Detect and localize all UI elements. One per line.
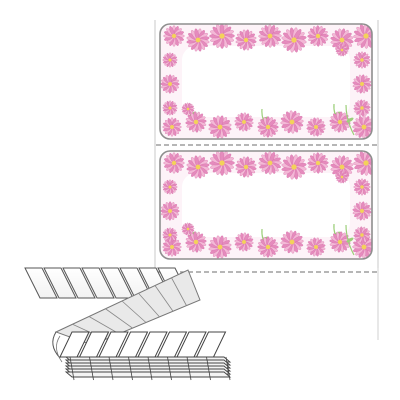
label-1 — [159, 23, 373, 140]
daisy-flower-icon — [162, 237, 182, 257]
daisy-flower-icon — [160, 74, 180, 94]
daisy-flower-icon — [181, 222, 195, 236]
label-cell — [156, 331, 188, 358]
daisy-flower-icon — [208, 235, 232, 259]
daisy-flower-icon — [306, 237, 326, 257]
daisy-flower-icon — [160, 201, 180, 221]
daisy-flower-icon — [281, 154, 307, 180]
daisy-flower-icon — [335, 43, 349, 57]
daisy-flower-icon — [281, 27, 307, 53]
label-cell — [117, 331, 149, 358]
label-cell — [98, 331, 129, 358]
daisy-flower-icon — [162, 117, 182, 137]
label-cell — [59, 331, 90, 358]
daisy-flower-icon — [208, 115, 232, 139]
label-cell — [137, 331, 168, 358]
daisy-flower-icon — [329, 231, 351, 253]
daisy-flower-icon — [163, 152, 185, 174]
label-cell — [43, 267, 77, 299]
daisy-flower-icon — [258, 24, 282, 48]
daisy-flower-icon — [181, 102, 195, 116]
daisy-flower-icon — [353, 99, 371, 117]
daisy-flower-icon — [353, 226, 371, 244]
daisy-flower-icon — [352, 235, 372, 259]
daisy-flower-icon — [162, 100, 178, 116]
daisy-flower-icon — [335, 170, 349, 184]
daisy-flower-icon — [185, 111, 207, 133]
fanfold-bottom-stack — [52, 331, 232, 381]
daisy-flower-icon — [352, 201, 372, 221]
daisy-flower-icon — [162, 179, 178, 195]
daisy-flower-icon — [280, 230, 304, 254]
label-cell — [24, 267, 58, 299]
daisy-flower-icon — [353, 151, 372, 176]
daisy-flower-icon — [186, 28, 210, 52]
daisy-flower-icon — [234, 232, 254, 252]
daisy-flower-icon — [209, 24, 235, 49]
daisy-flower-icon — [280, 110, 304, 134]
daisy-flower-icon — [162, 52, 178, 68]
daisy-flower-icon — [352, 74, 372, 94]
label-cell — [81, 267, 115, 299]
label-cell — [62, 267, 96, 299]
label-cell — [176, 331, 207, 358]
daisy-border-2 — [160, 151, 372, 259]
daisy-border-1 — [160, 24, 372, 139]
label-cell — [195, 331, 227, 358]
daisy-flower-icon — [186, 155, 210, 179]
daisy-flower-icon — [353, 24, 372, 49]
daisy-flower-icon — [307, 152, 329, 174]
daisy-flower-icon — [235, 29, 257, 51]
daisy-flower-icon — [353, 51, 371, 69]
daisy-flower-icon — [209, 151, 235, 176]
daisy-flower-icon — [353, 178, 371, 196]
daisy-flower-icon — [235, 156, 257, 178]
daisy-flower-icon — [185, 231, 207, 253]
daisy-flower-icon — [257, 116, 279, 138]
daisy-flower-icon — [257, 236, 279, 258]
label-cell — [78, 331, 110, 358]
label-2 — [159, 150, 373, 260]
daisy-flower-icon — [352, 115, 372, 139]
daisy-flower-icon — [162, 227, 178, 243]
daisy-flower-icon — [258, 151, 282, 175]
fanfold-stack — [24, 267, 232, 381]
daisy-flower-icon — [307, 25, 329, 47]
daisy-flower-icon — [306, 117, 326, 137]
daisy-flower-icon — [163, 25, 185, 47]
daisy-flower-icon — [234, 112, 254, 132]
